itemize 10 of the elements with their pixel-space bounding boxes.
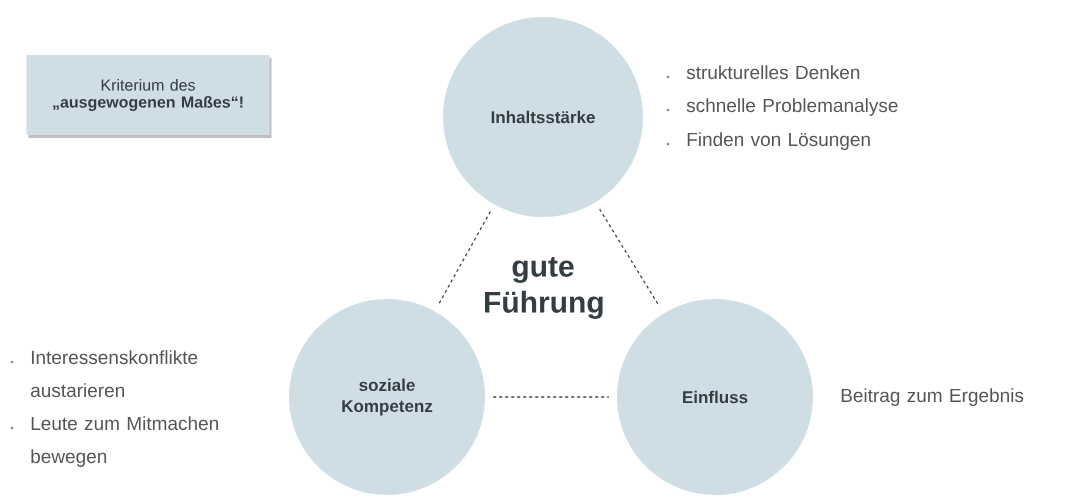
center-heading: gute Führung xyxy=(485,257,603,319)
dashed-line xyxy=(492,396,610,398)
bullet-text: strukturelles Denken xyxy=(686,65,860,80)
bullet-text: Leute zum Mitmachen bewegen xyxy=(31,416,218,467)
bullet-text: Interessenskonflikte austarieren xyxy=(31,350,198,398)
note-box: Kriterium des „ausgewogenen Maßes“! xyxy=(26,55,272,138)
bullet-text: Finden von Lösungen xyxy=(687,132,870,150)
dashed-line xyxy=(438,210,491,305)
bullet-text: Beitrag zum Ergebnis xyxy=(841,388,1024,406)
bullet-text: schnelle Problemanalyse xyxy=(686,98,898,116)
